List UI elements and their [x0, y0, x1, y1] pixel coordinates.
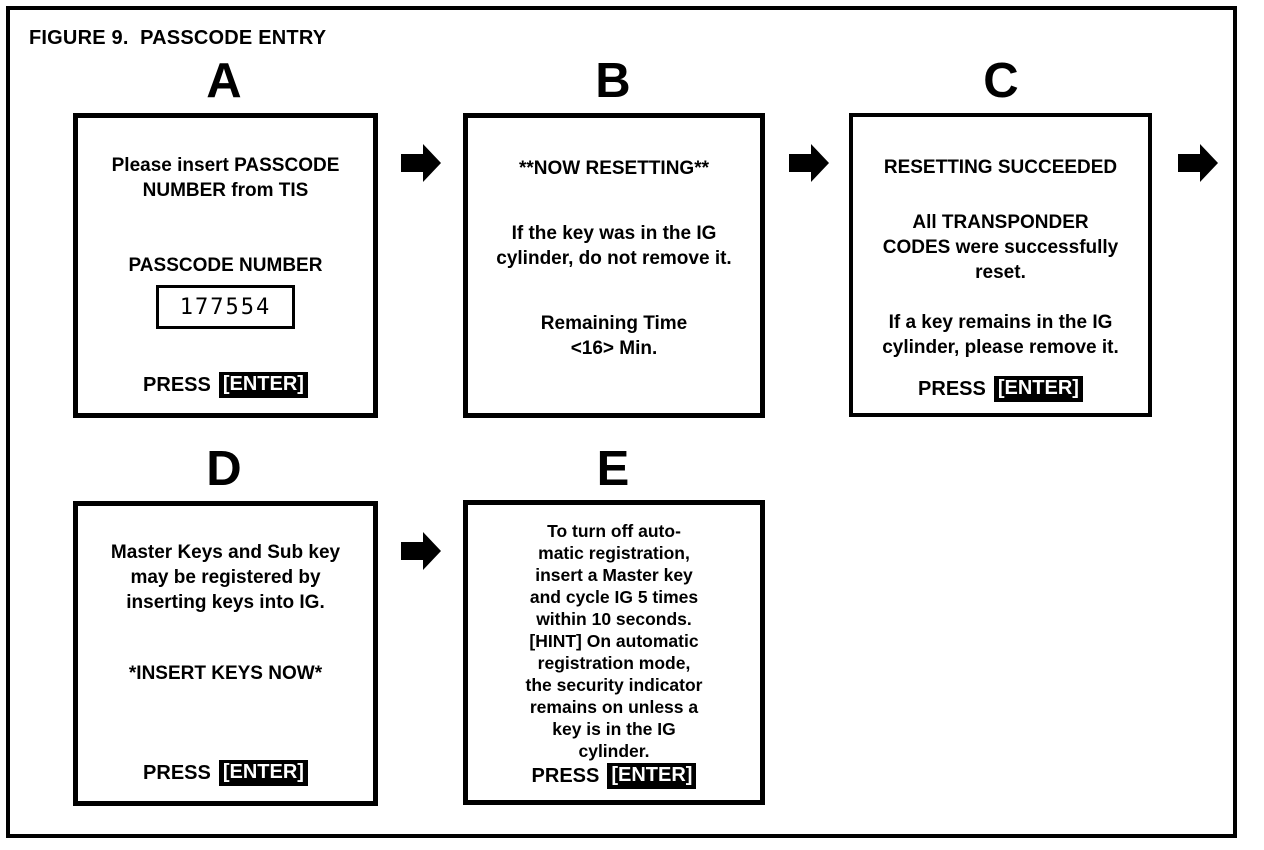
panel-e-line-9: remains on unless a [529, 697, 699, 717]
panel-d-press-enter-line: PRESS [ENTER] [78, 760, 373, 786]
screen-panel-b: **NOW RESETTING** If the key was in the … [463, 113, 765, 418]
panel-c-heading: RESETTING SUCCEEDED [883, 157, 1118, 178]
panel-d-insert-keys-prompt: *INSERT KEYS NOW* [128, 663, 323, 684]
panel-b-body-2: cylinder, do not remove it. [496, 248, 732, 269]
figure-title: FIGURE 9. PASSCODE ENTRY [29, 27, 327, 49]
panel-a-line-1: Please insert PASSCODE [111, 155, 340, 176]
enter-key-a[interactable]: [ENTER] [218, 372, 308, 398]
panel-label-c: C [983, 54, 1019, 108]
arrow-right-icon-c-to-d [1176, 141, 1220, 185]
panel-a-line-2: NUMBER from TIS [142, 180, 309, 201]
panel-e-line-2: matic registration, [538, 543, 690, 563]
panel-e-line-4: and cycle IG 5 times [529, 587, 699, 607]
screen-panel-e: To turn off auto- matic registration, in… [463, 500, 765, 805]
arrow-right-icon-a-to-b [399, 141, 443, 185]
panel-d-body-3: inserting keys into IG. [126, 592, 325, 613]
panel-b-remaining-time-label: Remaining Time [540, 313, 688, 334]
panel-c-footer-2: cylinder, please remove it. [882, 337, 1119, 358]
panel-c-press-enter-line: PRESS [ENTER] [853, 376, 1148, 402]
panel-c-footer-1: If a key remains in the IG [888, 312, 1113, 333]
enter-key-d[interactable]: [ENTER] [218, 760, 308, 786]
panel-c-body-3: reset. [975, 262, 1026, 283]
panel-e-line-11: cylinder. [578, 741, 650, 761]
panel-c-body-2: CODES were successfully [882, 237, 1119, 258]
panel-e-press-enter-line: PRESS [ENTER] [468, 763, 760, 789]
panel-e-line-7: registration mode, [537, 653, 691, 673]
press-label-d: PRESS [143, 762, 211, 784]
press-label-c: PRESS [918, 378, 986, 400]
panel-e-line-6: [HINT] On automatic [529, 631, 699, 651]
panel-e-line-3: insert a Master key [535, 565, 693, 585]
panel-e-line-10: key is in the IG [552, 719, 676, 739]
panel-label-b: B [595, 54, 631, 108]
passcode-number-value: 177554 [179, 294, 272, 320]
enter-key-c[interactable]: [ENTER] [993, 376, 1083, 402]
panel-label-e: E [596, 442, 630, 496]
screen-panel-a: Please insert PASSCODE NUMBER from TIS P… [73, 113, 378, 418]
screen-panel-d: Master Keys and Sub key may be registere… [73, 501, 378, 806]
press-label-a: PRESS [143, 374, 211, 396]
arrow-right-icon-d-to-e [399, 529, 443, 573]
panel-e-line-8: the security indicator [525, 675, 703, 695]
press-label-e: PRESS [531, 765, 600, 787]
screen-panel-c: RESETTING SUCCEEDED All TRANSPONDER CODE… [849, 113, 1152, 417]
enter-key-e[interactable]: [ENTER] [607, 763, 697, 789]
panel-e-line-5: within 10 seconds. [536, 609, 692, 629]
arrow-right-icon-b-to-c [787, 141, 831, 185]
panel-label-a: A [206, 54, 242, 108]
panel-b-heading: **NOW RESETTING** [518, 158, 710, 179]
panel-c-body-1: All TRANSPONDER [912, 212, 1089, 233]
panel-a-press-enter-line: PRESS [ENTER] [78, 372, 373, 398]
panel-d-body-2: may be registered by [130, 567, 321, 588]
panel-d-body-1: Master Keys and Sub key [110, 542, 341, 563]
panel-b-remaining-time-value: <16> Min. [570, 338, 658, 359]
passcode-number-input[interactable]: 177554 [156, 285, 295, 329]
passcode-number-label: PASSCODE NUMBER [128, 255, 323, 276]
panel-b-body-1: If the key was in the IG [511, 223, 717, 244]
panel-label-d: D [206, 442, 242, 496]
panel-e-line-1: To turn off auto- [547, 521, 681, 541]
